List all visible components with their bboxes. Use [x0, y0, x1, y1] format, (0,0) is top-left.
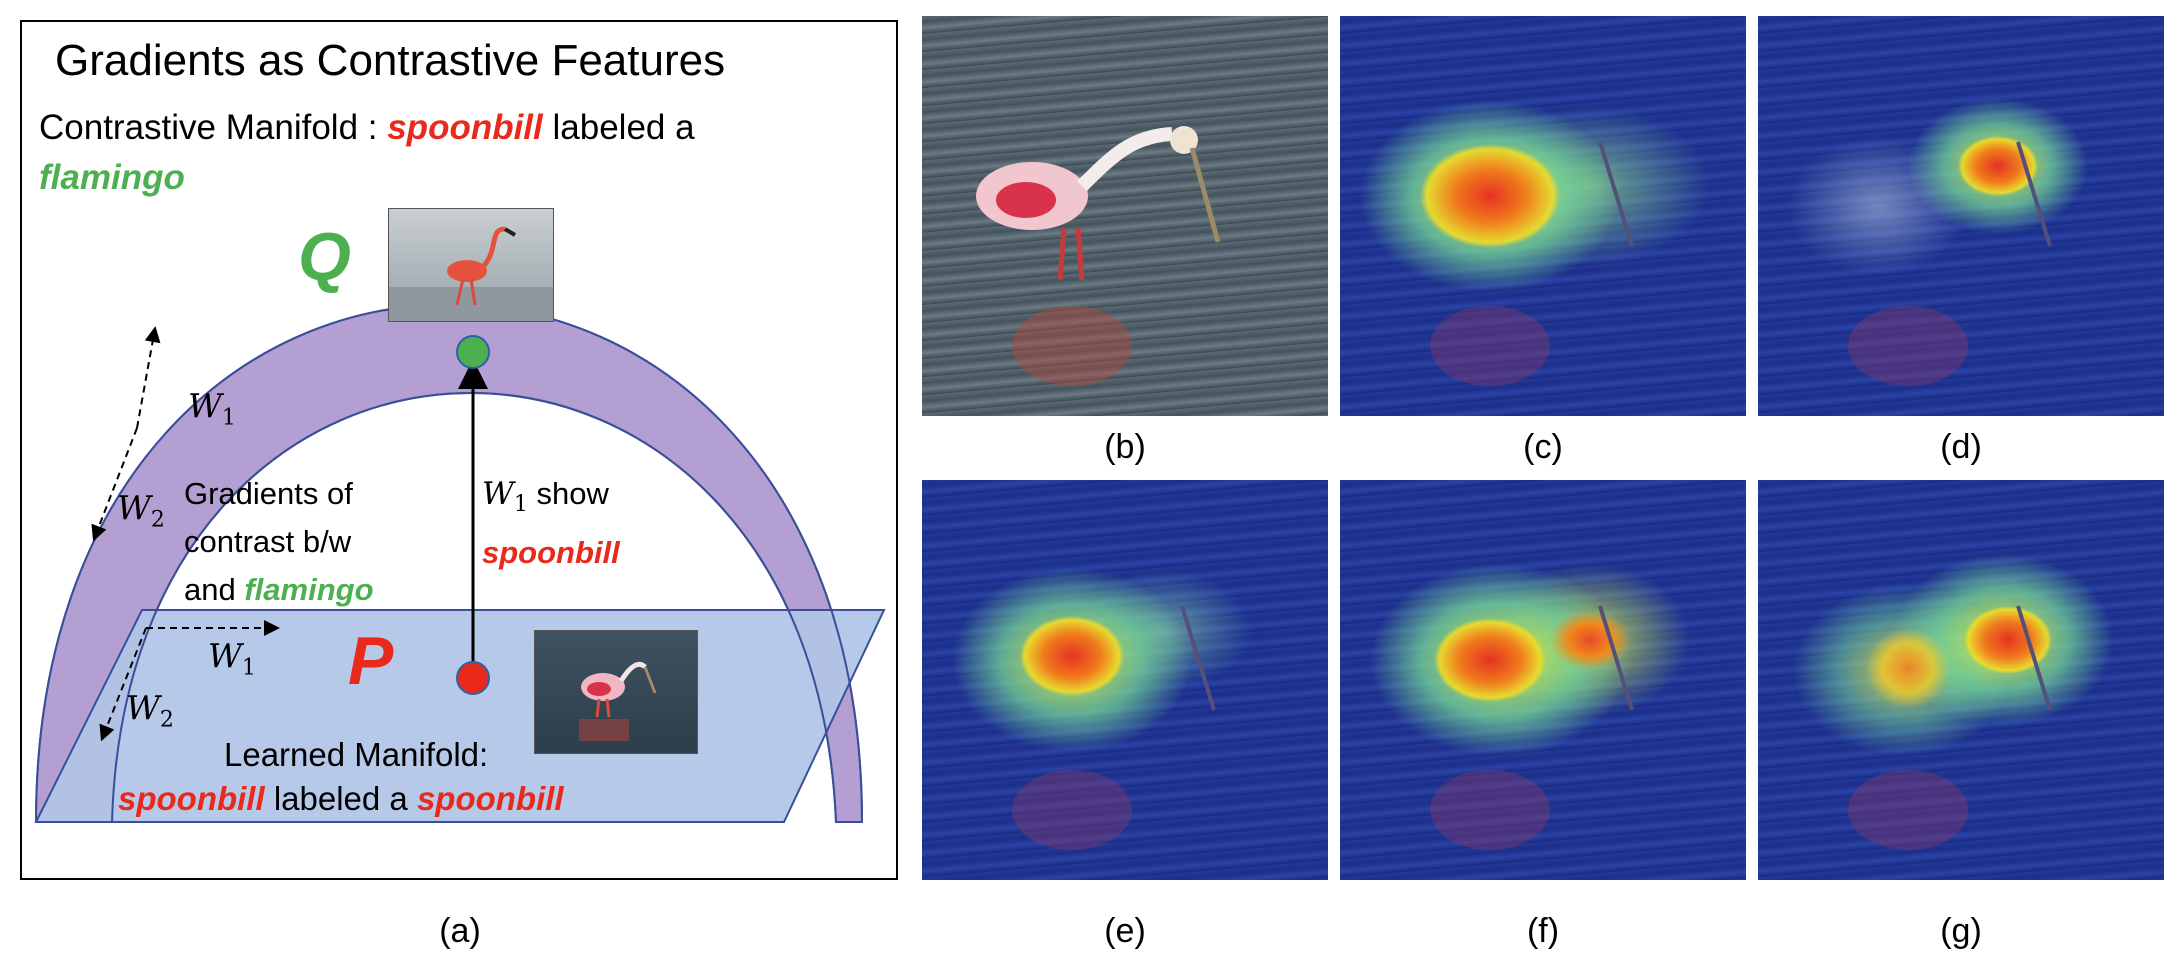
gradients-line1: Gradients of	[184, 476, 353, 511]
contrastive-prefix: Contrastive Manifold :	[39, 108, 388, 147]
spoonbill-silhouette-icon	[1430, 141, 1634, 386]
w1-label-contrastive: W1	[188, 386, 236, 431]
flamingo-icon	[389, 226, 553, 321]
label-a: (a)	[439, 912, 481, 950]
diagram-panel-a: Gradients as Contrastive Features Contra…	[20, 20, 898, 880]
point-p-marker	[456, 661, 490, 695]
photo-b-original	[922, 16, 1328, 416]
point-q-marker	[456, 335, 490, 369]
w2-arrow-contrastive	[91, 427, 138, 542]
learned-label-spoonbill-1: spoonbill	[118, 780, 265, 817]
w1-label-learned: W1	[208, 636, 256, 681]
contrastive-label-spoonbill: spoonbill	[387, 108, 543, 147]
label-g: (g)	[1940, 912, 1982, 950]
w2-label-learned: W2	[126, 688, 174, 733]
learned-middle: labeled a	[264, 780, 417, 817]
gradients-caption: Gradients of contrast b/w and flamingo	[184, 470, 374, 614]
label-d: (d)	[1940, 428, 1982, 466]
w1-arrow-contrastive	[136, 326, 161, 429]
spoonbill-thumbnail	[534, 630, 698, 754]
heatmap-f	[1340, 480, 1746, 880]
point-p-label: P	[348, 623, 394, 699]
gradients-label-flamingo: flamingo	[244, 572, 374, 607]
heatmap-d	[1758, 16, 2164, 416]
contrastive-label-flamingo: flamingo	[39, 158, 185, 197]
spoonbill-silhouette-icon	[1430, 605, 1634, 850]
label-e: (e)	[1104, 912, 1146, 950]
learned-label-spoonbill-2: spoonbill	[416, 780, 564, 817]
label-f: (f)	[1526, 912, 1560, 950]
spoonbill-icon	[579, 661, 657, 741]
label-c: (c)	[1523, 428, 1563, 466]
w1-show-label-spoonbill: spoonbill	[482, 535, 620, 571]
heatmap-c	[1340, 16, 1746, 416]
learned-manifold-caption: Learned Manifold:	[224, 736, 489, 773]
spoonbill-silhouette-icon	[1848, 141, 2052, 386]
contrastive-middle: labeled a	[542, 108, 695, 147]
w1-show-line1: W1 show	[482, 476, 609, 518]
heatmap-e	[922, 480, 1328, 880]
w2-label-contrastive: W2	[117, 488, 165, 533]
manifold-inner-edge	[111, 392, 837, 823]
diagram-title: Gradients as Contrastive Features	[55, 36, 726, 85]
spoonbill-photo-icon	[976, 126, 1221, 386]
gradients-line3: and flamingo	[184, 572, 374, 607]
heatmap-g	[1758, 480, 2164, 880]
spoonbill-silhouette-icon	[1848, 605, 2052, 850]
label-b: (b)	[1104, 428, 1146, 466]
spoonbill-silhouette-icon	[1012, 605, 1216, 850]
flamingo-thumbnail	[388, 208, 554, 322]
gradients-line2: contrast b/w	[184, 524, 352, 559]
point-q-label: Q	[298, 219, 351, 295]
learned-manifold-labels: spoonbill labeled a spoonbill	[118, 780, 564, 818]
contrastive-manifold-caption: Contrastive Manifold : spoonbill labeled…	[39, 108, 695, 148]
w1-show-caption: W1 show spoonbill	[482, 470, 620, 577]
